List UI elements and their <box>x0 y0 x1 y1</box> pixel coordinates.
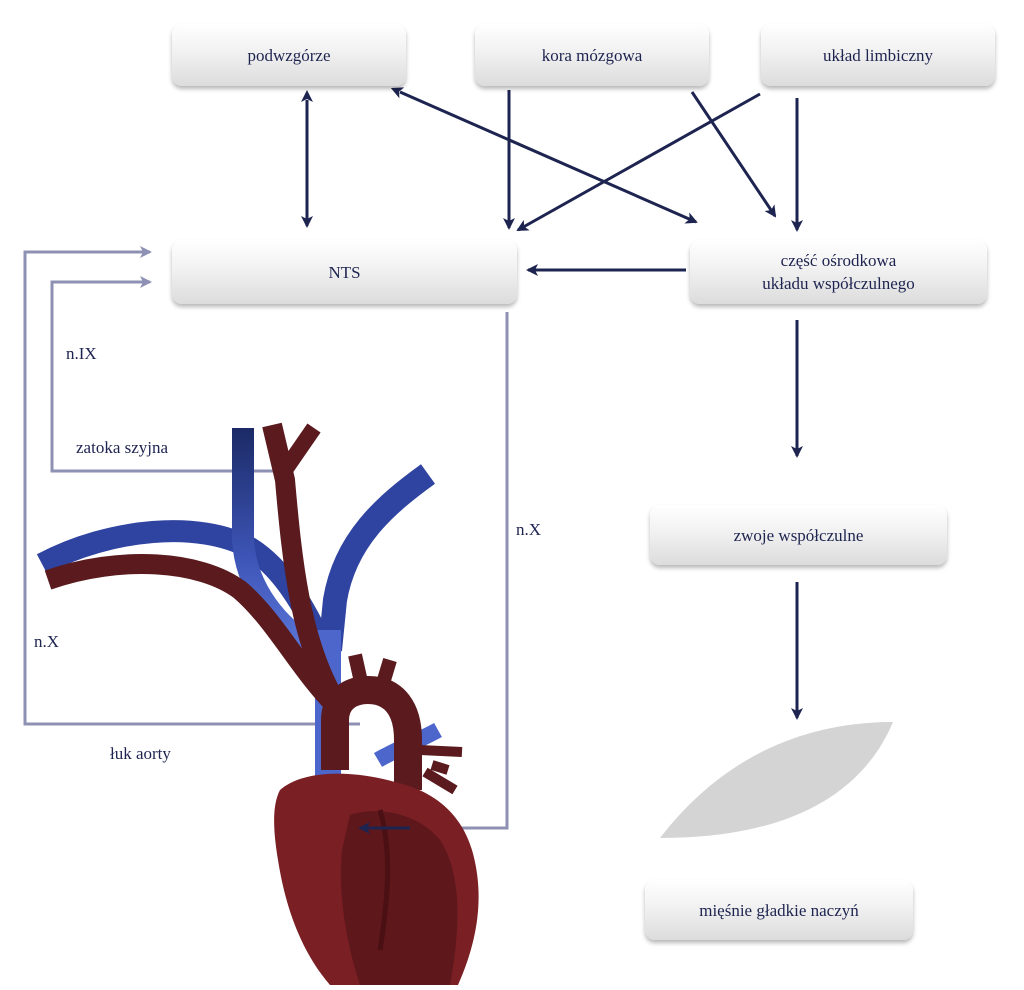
arrow-hypothalamus-sympathetic <box>390 87 698 224</box>
node-sympathetic-ganglia-label: zwoje współczulne <box>733 525 864 545</box>
node-sympathetic-center-line2: układu współczulnego <box>762 274 915 293</box>
node-limbic-system: układ limbiczny <box>761 24 995 86</box>
aortic-branch-2 <box>371 657 397 703</box>
node-limbic-label: układ limbiczny <box>822 45 933 65</box>
node-smooth-muscle: mięśnie gładkie naczyń <box>645 880 913 940</box>
label-n-x-right: n.X <box>516 520 542 539</box>
carotid-artery <box>262 422 344 706</box>
label-carotid-sinus: zatoka szyjna <box>76 438 169 457</box>
left-artery <box>44 554 343 713</box>
node-nts: NTS <box>172 240 517 304</box>
label-n-ix: n.IX <box>66 344 97 363</box>
node-sympathetic-center: część ośrodkowa układu współczulnego <box>690 240 987 304</box>
heart-shade <box>340 811 458 985</box>
nerve-n-ix-carotid-sinus <box>50 276 275 473</box>
node-hypothalamus-label: podwzgórze <box>247 45 331 65</box>
node-hypothalamus: podwzgórze <box>172 24 406 86</box>
label-n-x-left: n.X <box>34 632 60 651</box>
label-aortic-arch: łuk aorty <box>110 744 171 763</box>
heart <box>274 773 479 985</box>
node-sympathetic-center-line1: część ośrodkowa <box>780 251 897 270</box>
vessels <box>36 422 463 795</box>
node-cortex-label: kora mózgowa <box>541 45 643 65</box>
pulmonary-vessels <box>419 745 463 795</box>
node-cortex: kora mózgowa <box>475 24 709 86</box>
central-arrows <box>301 87 803 834</box>
heart-groove <box>377 809 391 951</box>
arrow-cortex-sympathetic <box>690 91 777 218</box>
aortic-branch-1 <box>348 653 372 702</box>
node-nts-label: NTS <box>328 262 361 282</box>
nerve-n-x-aortic-arch <box>23 246 360 726</box>
right-vein <box>318 464 436 652</box>
node-sympathetic-ganglia: zwoje współczulne <box>650 505 947 565</box>
carotid-branch <box>278 423 321 475</box>
node-smooth-muscle-label: mięśnie gładkie naczyń <box>699 900 859 920</box>
smooth-muscle-cell <box>660 722 893 838</box>
arrow-limbic-nts <box>516 92 761 232</box>
